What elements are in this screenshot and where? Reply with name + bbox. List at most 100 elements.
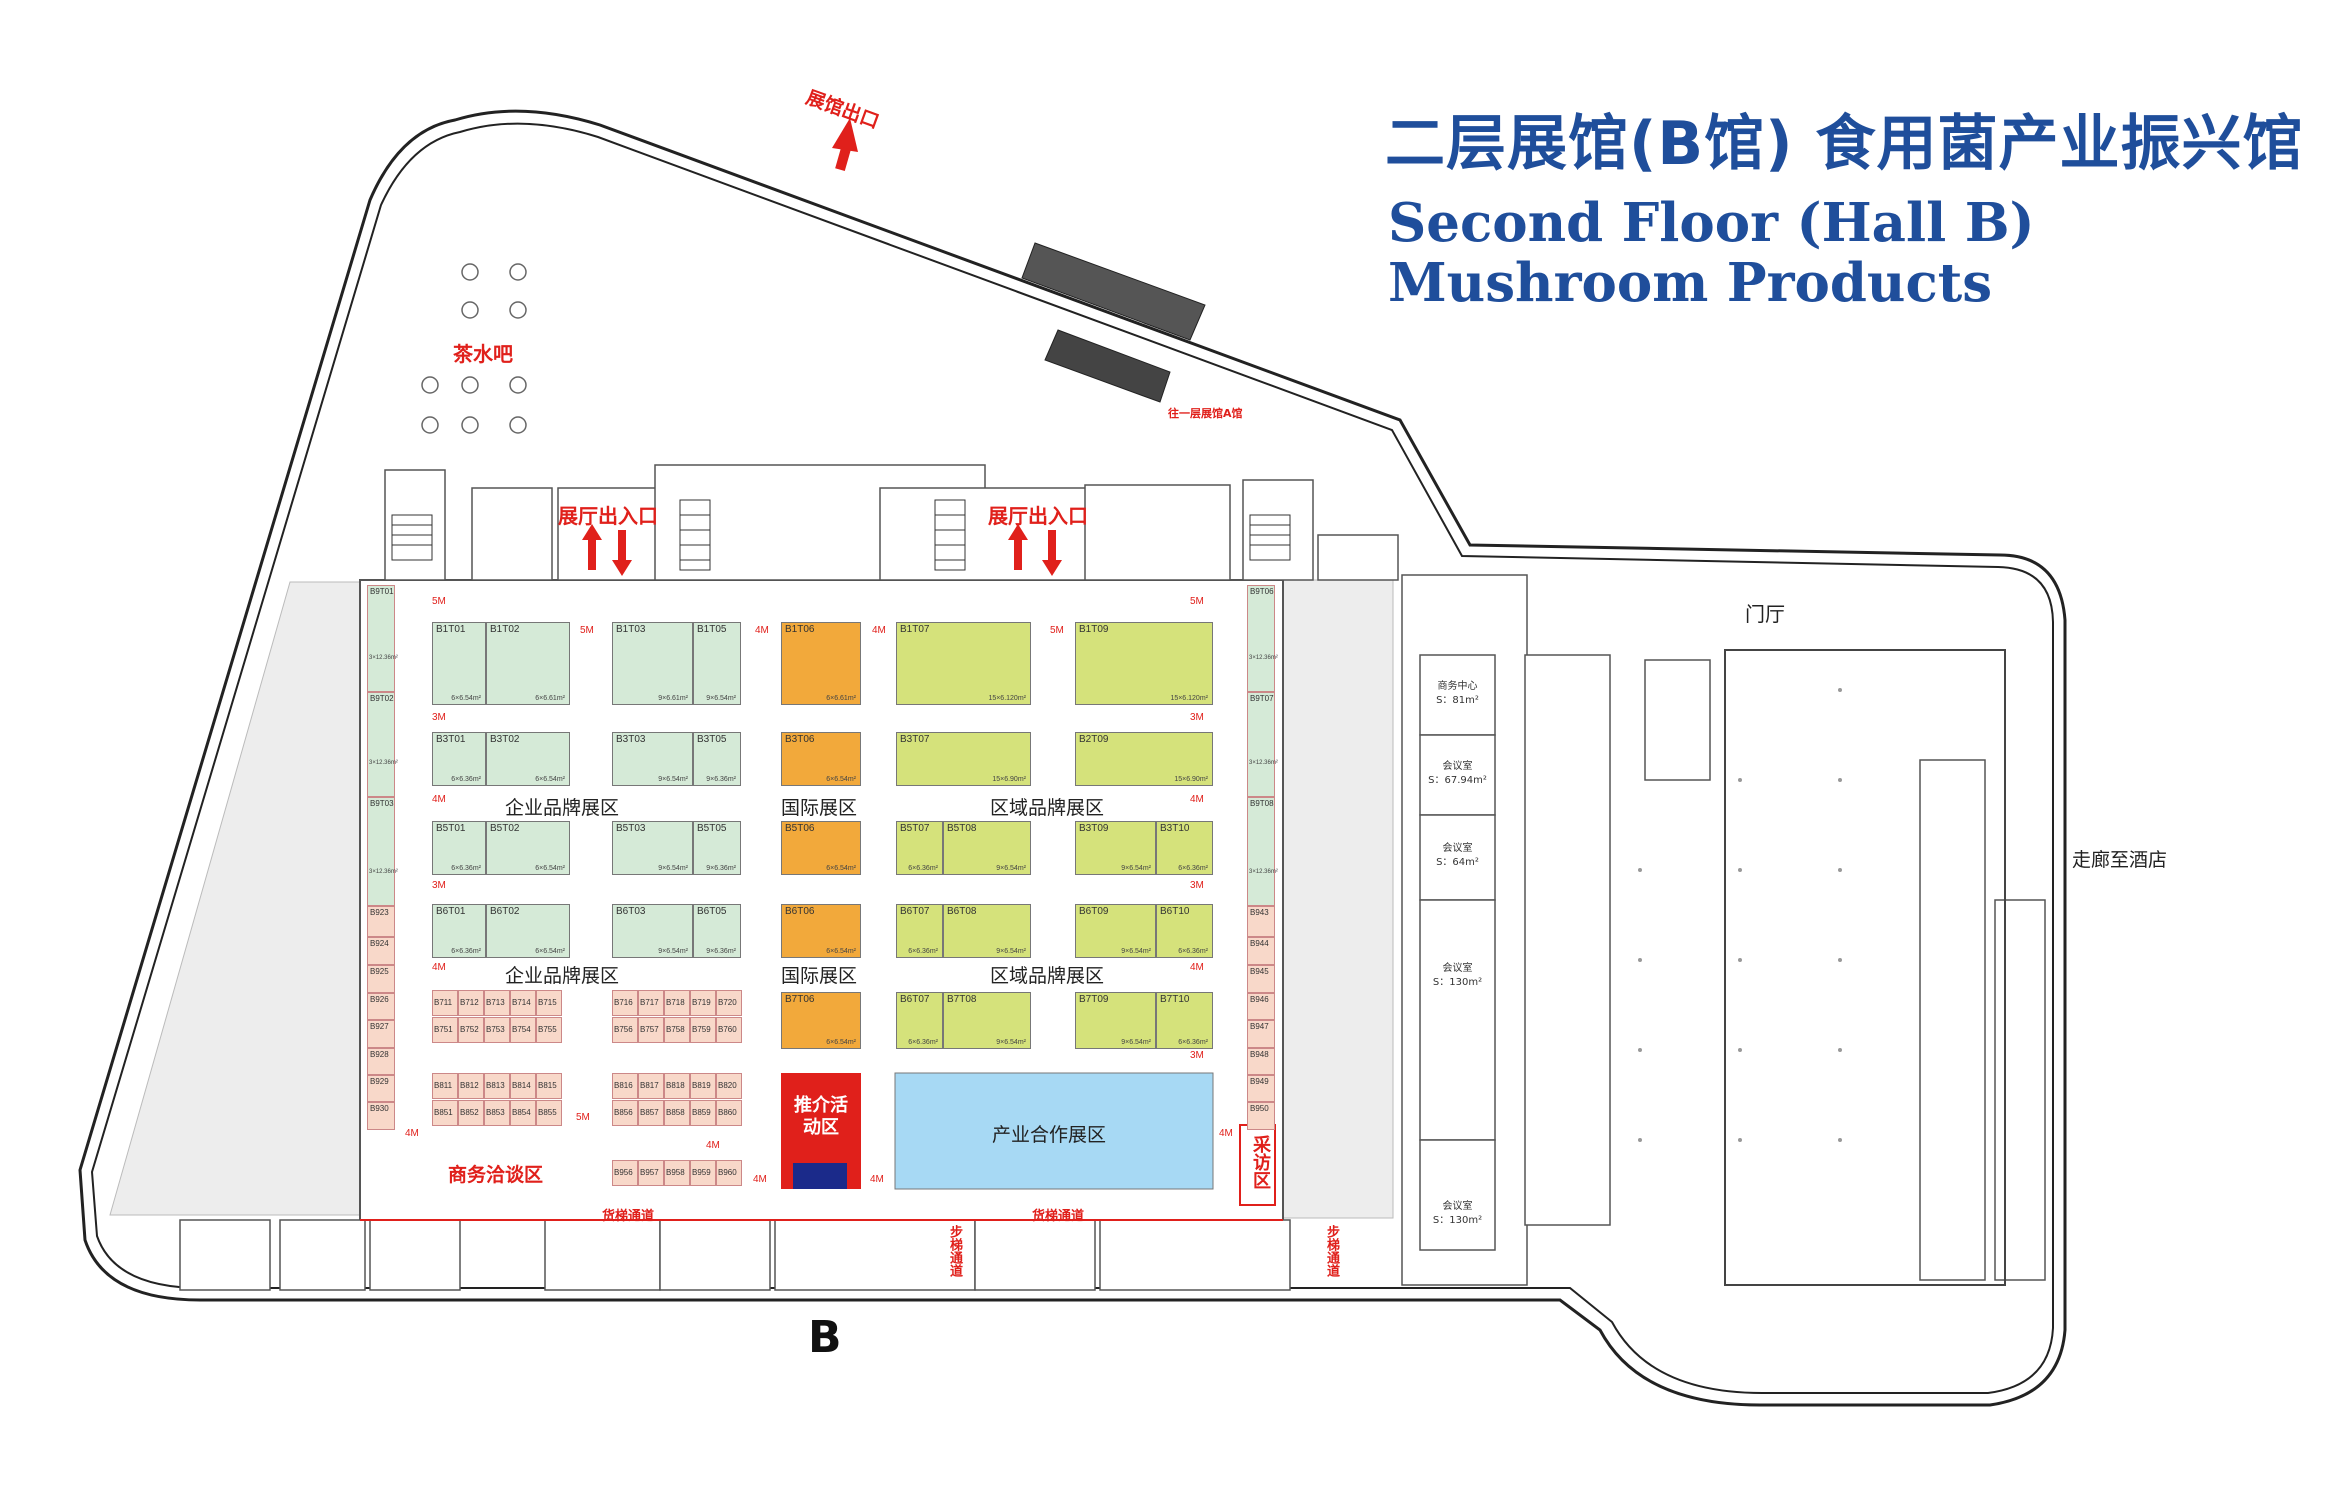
side-booth[interactable]: B923 <box>367 906 395 937</box>
small-booth[interactable]: B853 <box>484 1100 510 1126</box>
small-booth[interactable]: B718 <box>664 990 690 1016</box>
small-booth[interactable]: B819 <box>690 1073 716 1099</box>
small-booth[interactable]: B816 <box>612 1073 638 1099</box>
small-booth[interactable]: B959 <box>690 1160 716 1186</box>
small-booth[interactable]: B756 <box>612 1017 638 1043</box>
small-booth[interactable]: B818 <box>664 1073 690 1099</box>
small-booth[interactable]: B855 <box>536 1100 562 1126</box>
side-booth[interactable]: B943 <box>1247 906 1275 937</box>
small-booth[interactable]: B960 <box>716 1160 742 1186</box>
side-booth[interactable]: B924 <box>367 937 395 965</box>
small-booth[interactable]: B716 <box>612 990 638 1016</box>
small-booth[interactable]: B858 <box>664 1100 690 1126</box>
small-booth[interactable]: B713 <box>484 990 510 1016</box>
small-booth[interactable]: B852 <box>458 1100 484 1126</box>
small-booth[interactable]: B811 <box>432 1073 458 1099</box>
small-booth[interactable]: B714 <box>510 990 536 1016</box>
side-booth[interactable]: B925 <box>367 965 395 993</box>
small-booth[interactable]: B857 <box>638 1100 664 1126</box>
small-booth[interactable]: B820 <box>716 1073 742 1099</box>
small-booth[interactable]: B757 <box>638 1017 664 1043</box>
side-booth[interactable]: B930 <box>367 1102 395 1130</box>
small-booth[interactable]: B711 <box>432 990 458 1016</box>
small-booth[interactable]: B860 <box>716 1100 742 1126</box>
small-booth[interactable]: B759 <box>690 1017 716 1043</box>
small-booth[interactable]: B859 <box>690 1100 716 1126</box>
small-booth[interactable]: B854 <box>510 1100 536 1126</box>
small-booth[interactable]: B817 <box>638 1073 664 1099</box>
side-booth[interactable]: B949 <box>1247 1075 1275 1102</box>
small-booth[interactable]: B754 <box>510 1017 536 1043</box>
small-booth[interactable]: B851 <box>432 1100 458 1126</box>
small-booth[interactable]: B958 <box>664 1160 690 1186</box>
small-booth[interactable]: B957 <box>638 1160 664 1186</box>
small-booth[interactable]: B758 <box>664 1017 690 1043</box>
side-booth[interactable]: B946 <box>1247 993 1275 1020</box>
side-booth[interactable]: B926 <box>367 993 395 1020</box>
small-booth[interactable]: B751 <box>432 1017 458 1043</box>
small-booth[interactable]: B815 <box>536 1073 562 1099</box>
small-booth[interactable]: B856 <box>612 1100 638 1126</box>
small-booth[interactable]: B717 <box>638 990 664 1016</box>
small-booth[interactable]: B712 <box>458 990 484 1016</box>
side-booth[interactable]: B944 <box>1247 937 1275 965</box>
side-booth[interactable]: B948 <box>1247 1048 1275 1075</box>
small-booth[interactable]: B715 <box>536 990 562 1016</box>
small-booth[interactable]: B813 <box>484 1073 510 1099</box>
small-booth[interactable]: B752 <box>458 1017 484 1043</box>
side-booth[interactable]: B927 <box>367 1020 395 1048</box>
small-booth[interactable]: B814 <box>510 1073 536 1099</box>
small-booth[interactable]: B760 <box>716 1017 742 1043</box>
small-booth[interactable]: B755 <box>536 1017 562 1043</box>
small-booth[interactable]: B812 <box>458 1073 484 1099</box>
side-booth[interactable]: B928 <box>367 1048 395 1075</box>
small-booth[interactable]: B956 <box>612 1160 638 1186</box>
small-booth[interactable]: B720 <box>716 990 742 1016</box>
small-booth[interactable]: B753 <box>484 1017 510 1043</box>
side-booth[interactable]: B947 <box>1247 1020 1275 1048</box>
small-booth[interactable]: B719 <box>690 990 716 1016</box>
